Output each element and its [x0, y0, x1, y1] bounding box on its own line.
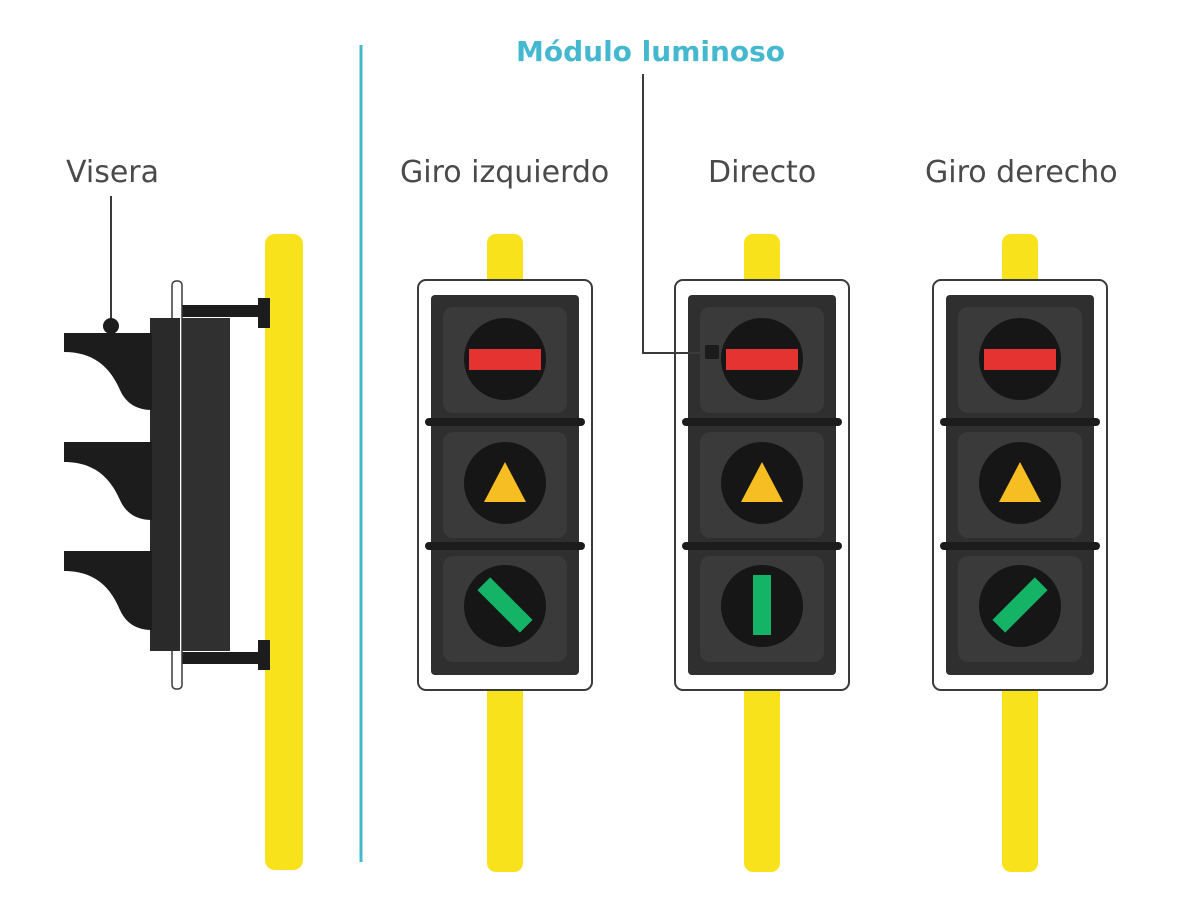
section-divider-2-directo [682, 542, 842, 550]
side-bracket-bottom [176, 652, 268, 664]
side-visor-top [64, 333, 152, 410]
section-divider-1-directo [682, 418, 842, 426]
side-housing [150, 318, 180, 651]
section-divider-2-giro-izquierdo [425, 542, 585, 550]
side-bracket-clamp-top [258, 298, 270, 328]
front-light-giro-izquierdo [417, 234, 593, 872]
green-bar-giro-izquierdo [477, 577, 533, 633]
label-giro-izquierdo: Giro izquierdo [400, 155, 610, 190]
side-pole [265, 234, 303, 870]
section-divider-1-giro-derecho [940, 418, 1100, 426]
section-divider-2-giro-derecho [940, 542, 1100, 550]
side-bracket-clamp-bottom [258, 640, 270, 670]
side-view-traffic-light [64, 196, 303, 870]
label-modulo-luminoso: Módulo luminoso [516, 35, 786, 68]
green-bar-giro-derecho [992, 577, 1048, 633]
front-light-giro-derecho [932, 234, 1108, 872]
label-directo: Directo [708, 155, 817, 190]
amber-triangle-giro-derecho [999, 462, 1041, 502]
front-views [417, 234, 1108, 872]
side-bracket-top [176, 305, 268, 317]
amber-triangle-giro-izquierdo [484, 462, 526, 502]
red-bar-directo [726, 349, 798, 370]
side-housing-rear [182, 318, 230, 651]
visera-leader-dot [103, 318, 119, 334]
label-visera: Visera [66, 155, 160, 190]
red-bar-giro-derecho [984, 349, 1056, 370]
pole-bottom-giro-derecho [1002, 680, 1038, 872]
modulo-leader-dot [705, 345, 719, 359]
green-bar-directo [753, 575, 771, 635]
label-giro-derecho: Giro derecho [925, 155, 1118, 190]
red-bar-giro-izquierdo [469, 349, 541, 370]
pole-bottom-directo [744, 680, 780, 872]
front-light-directo [674, 234, 850, 872]
section-divider-1-giro-izquierdo [425, 418, 585, 426]
side-visor-bottom [64, 551, 152, 630]
amber-triangle-directo [741, 462, 783, 502]
modulo-leader-line [642, 74, 713, 354]
pole-bottom-giro-izquierdo [487, 680, 523, 872]
side-visor-middle [64, 442, 152, 520]
